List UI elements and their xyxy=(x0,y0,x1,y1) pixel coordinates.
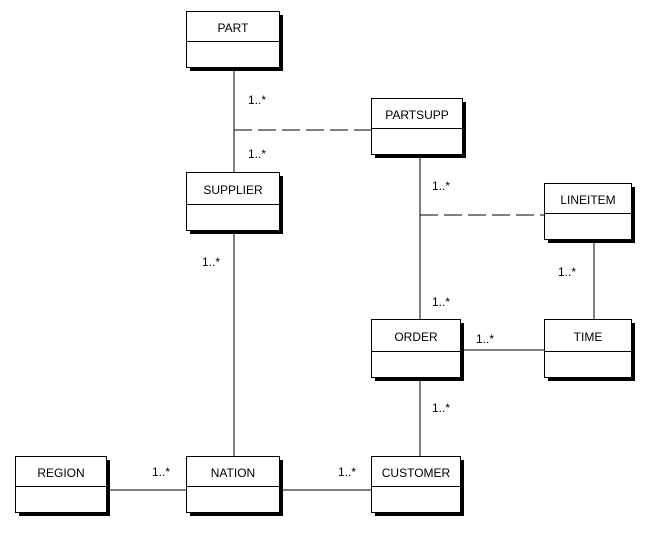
class-order[interactable]: ORDER xyxy=(371,319,465,382)
multiplicity-label: 1..* xyxy=(432,179,450,193)
multiplicity-label: 1..* xyxy=(558,265,576,279)
class-supplier[interactable]: SUPPLIER xyxy=(186,172,284,235)
class-name: CUSTOMER xyxy=(382,466,451,480)
multiplicity-label: 1..* xyxy=(248,93,266,107)
class-name: NATION xyxy=(211,466,255,480)
multiplicity-label: 1..* xyxy=(338,465,356,479)
class-name: ORDER xyxy=(394,330,438,344)
multiplicity-label: 1..* xyxy=(476,332,494,346)
class-region[interactable]: REGION xyxy=(15,456,111,517)
multiplicity-label: 1..* xyxy=(432,401,450,415)
class-lineitem[interactable]: LINEITEM xyxy=(544,183,636,244)
class-name: SUPPLIER xyxy=(203,183,263,197)
multiplicity-label: 1..* xyxy=(432,295,450,309)
class-partsupp[interactable]: PARTSUPP xyxy=(371,98,467,159)
class-part[interactable]: PART xyxy=(186,11,284,72)
class-nation[interactable]: NATION xyxy=(186,456,284,517)
multiplicity-label: 1..* xyxy=(202,255,220,269)
class-customer[interactable]: CUSTOMER xyxy=(371,456,465,517)
class-name: REGION xyxy=(37,466,84,480)
class-name: PART xyxy=(218,21,250,35)
class-time[interactable]: TIME xyxy=(544,319,636,382)
multiplicity-label: 1..* xyxy=(248,147,266,161)
class-name: LINEITEM xyxy=(560,193,615,207)
class-name: PARTSUPP xyxy=(385,108,449,122)
multiplicity-label: 1..* xyxy=(152,465,170,479)
class-name: TIME xyxy=(574,330,603,344)
